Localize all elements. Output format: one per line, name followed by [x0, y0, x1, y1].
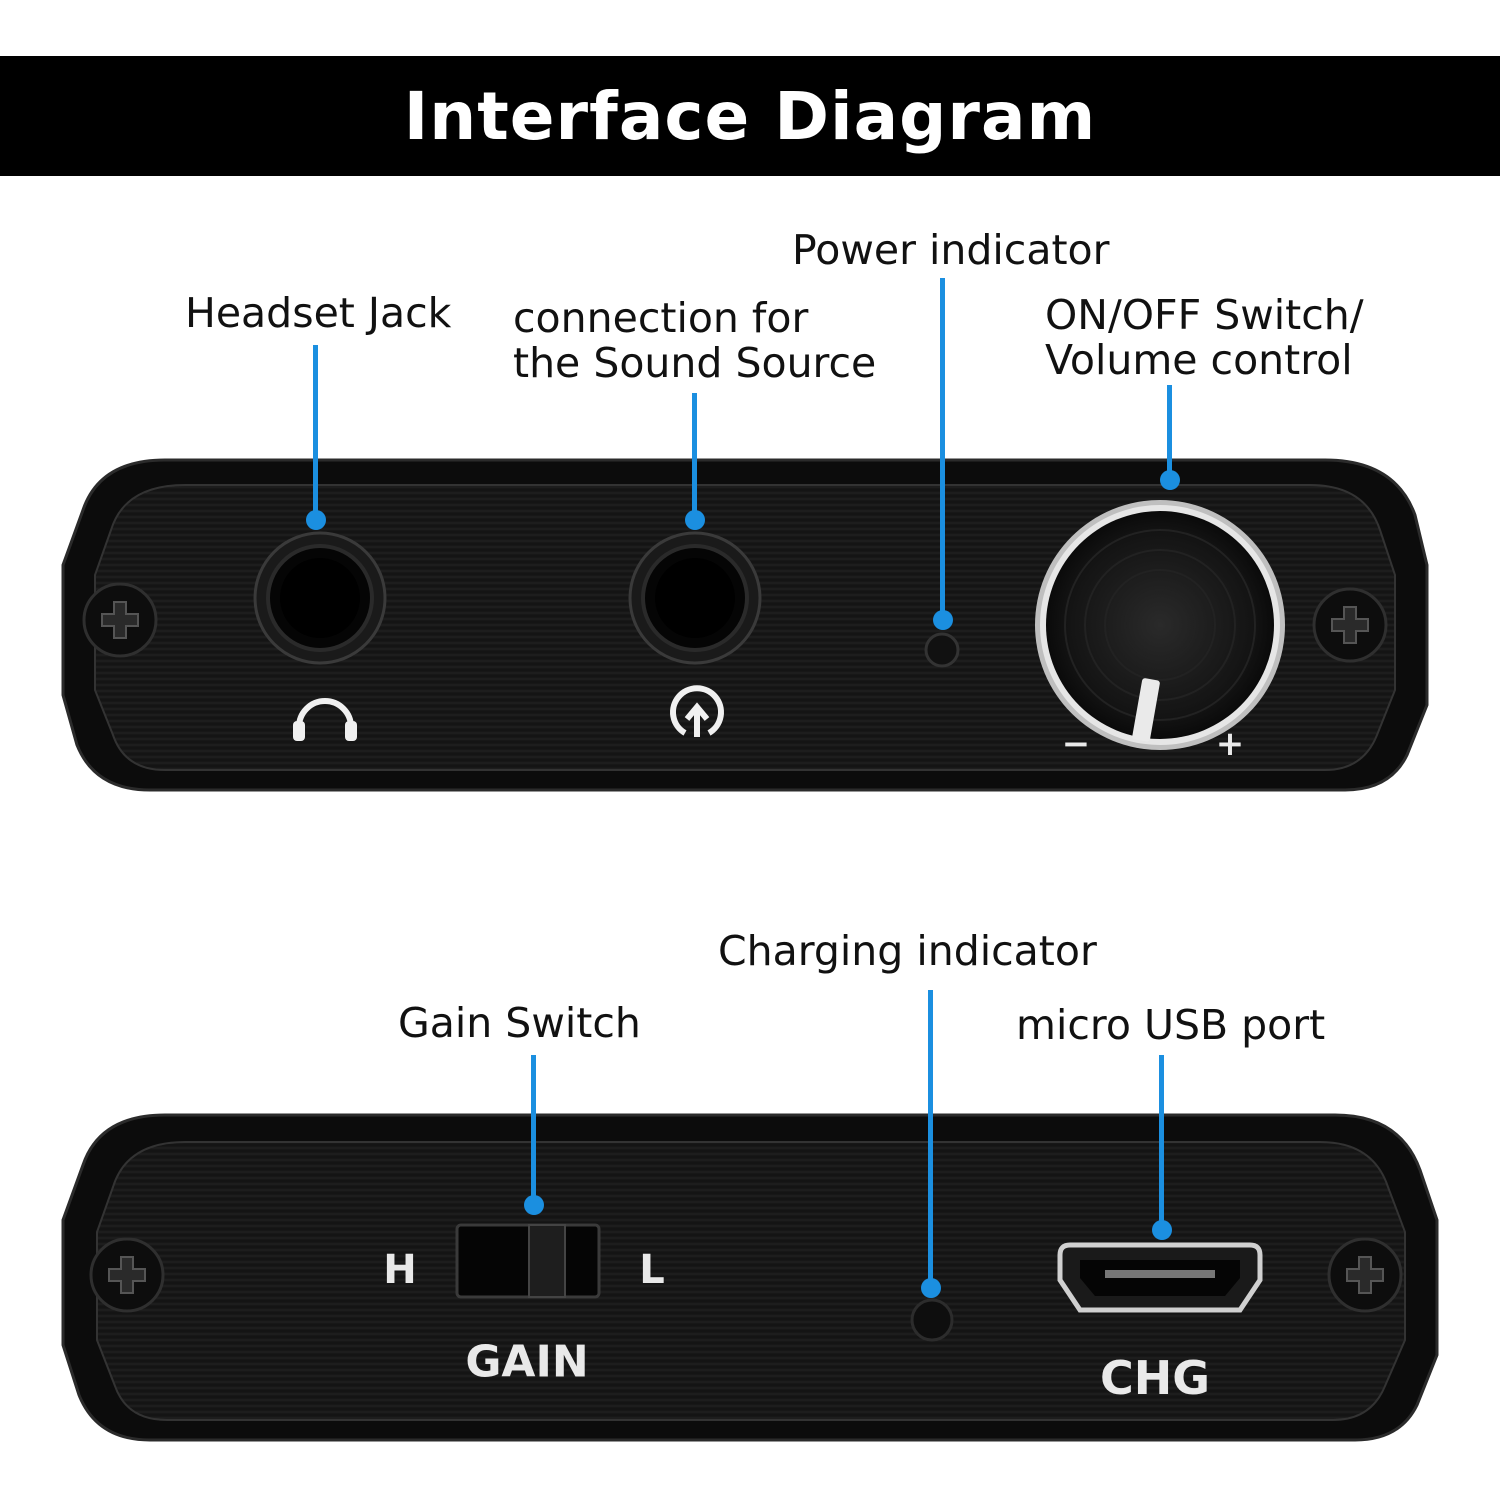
screw-icon [1327, 1237, 1403, 1313]
gain-engraving: GAIN [465, 1336, 589, 1388]
sound-source-dot [685, 510, 705, 530]
audio-input-icon [670, 685, 724, 737]
micro-usb-dot [1152, 1220, 1172, 1240]
charging-indicator-leader [928, 990, 933, 1288]
power-indicator-dot [933, 610, 953, 630]
top-device-panel [61, 458, 1429, 792]
sound-source-label-line2: the Sound Source [513, 339, 877, 387]
charging-indicator-led [910, 1298, 954, 1342]
headset-jack [253, 531, 387, 665]
charging-indicator-dot [921, 1278, 941, 1298]
headset-jack-dot [306, 510, 326, 530]
micro-usb-label: micro USB port [1016, 1001, 1326, 1049]
gain-switch [455, 1223, 601, 1299]
switch-label-line2: Volume control [1045, 336, 1353, 384]
screw-icon [82, 582, 158, 658]
screw-icon [1312, 587, 1388, 663]
switch-label-line1: ON/OFF Switch/ [1045, 291, 1364, 339]
micro-usb-port [1057, 1242, 1263, 1313]
volume-plus-mark: + [1215, 724, 1245, 764]
page-title: Interface Diagram [403, 77, 1097, 155]
headset-jack-leader [313, 345, 318, 520]
headphones-icon [293, 698, 357, 741]
gain-switch-dot [524, 1195, 544, 1215]
bottom-panel-face [96, 1141, 1406, 1421]
sound-source-label-line1: connection for [513, 294, 809, 342]
sound-source-leader [692, 393, 697, 520]
screw-icon [89, 1237, 165, 1313]
bottom-device-panel [61, 1113, 1439, 1442]
power-indicator-leader [940, 278, 945, 620]
title-bar: Interface Diagram [0, 56, 1500, 176]
power-indicator-label: Power indicator [792, 226, 1110, 274]
micro-usb-leader [1159, 1055, 1164, 1230]
switch-leader [1167, 385, 1172, 480]
gain-high-mark: H [383, 1247, 417, 1293]
chg-engraving: CHG [1099, 1351, 1211, 1405]
gain-low-mark: L [639, 1247, 665, 1293]
charging-indicator-label: Charging indicator [718, 927, 1097, 975]
gain-switch-label: Gain Switch [398, 999, 641, 1047]
switch-dot [1160, 470, 1180, 490]
sound-source-jack [628, 531, 762, 665]
power-indicator-led [924, 632, 960, 668]
gain-switch-leader [531, 1055, 536, 1205]
headset-jack-label: Headset Jack [185, 289, 452, 337]
volume-minus-mark: − [1061, 724, 1091, 764]
volume-knob [1035, 500, 1285, 750]
